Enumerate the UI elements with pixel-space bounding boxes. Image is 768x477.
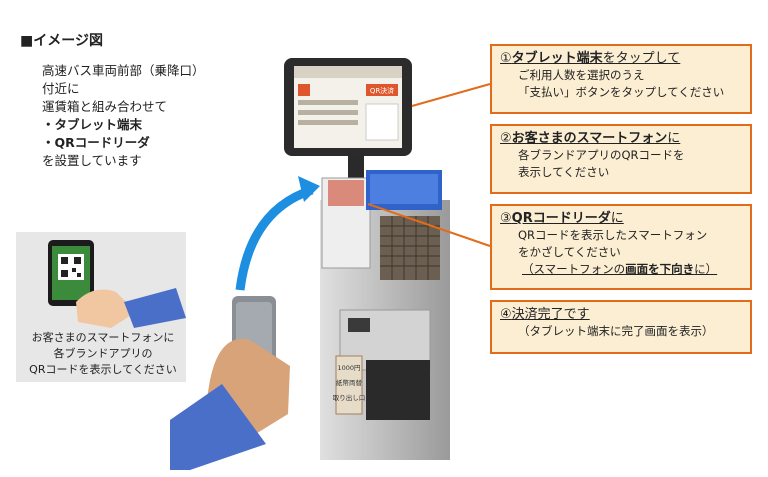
hand-phone-illustration xyxy=(48,240,186,328)
intro-line-2: 付近に xyxy=(42,81,80,96)
tablet-screen-label: QR決済 xyxy=(370,86,394,95)
intro-item-qr-reader: ・QRコードリーダ xyxy=(42,135,150,150)
step-2-callout: ②お客さまのスマートフォンに 各ブランドアプリのQRコードを 表示してください xyxy=(490,124,752,194)
bubble-line-3: QRコードを表示してください xyxy=(29,363,177,376)
tablet-pay-button xyxy=(366,84,398,96)
step-2-heading: ②お客さまのスマートフォンに xyxy=(500,131,681,146)
step-3-callout: ③QRコードリーダに QRコードを表示したスマートフォン をかざしてください （… xyxy=(490,204,752,290)
step-3-heading: ③QRコードリーダに xyxy=(500,211,624,226)
sticker-line-2: 紙幣両替 xyxy=(336,378,363,387)
step-3-note: （スマートフォンの画面を下向きに） xyxy=(522,262,718,276)
step-4-callout: ④決済完了です （タブレット端末に完了画面を表示） xyxy=(490,300,752,354)
small-hand xyxy=(76,289,136,328)
smartphone-bubble xyxy=(16,232,186,382)
sticker-line-3: 取り出し口 xyxy=(333,393,366,402)
intro-line-4: を設置しています xyxy=(42,153,142,168)
bill-slot xyxy=(366,360,430,420)
step-1-callout: ①タブレット端末をタップして ご利用人数を選択のうえ 「支払い」ボタンをタップし… xyxy=(490,44,752,114)
bubble-caption: お客さまのスマートフォンに 各ブランドアプリの QRコードを表示してください xyxy=(18,330,188,378)
figure-title: ■イメージ図 xyxy=(20,33,103,49)
coin-grid xyxy=(380,216,440,280)
step-1-heading: ①タブレット端末をタップして xyxy=(500,51,681,66)
step-1-line-1: ご利用人数を選択のうえ xyxy=(518,68,645,82)
fare-box-illustration: QR決済 1000円 紙幣両替 取り出し口 xyxy=(170,58,450,470)
arrow-head xyxy=(298,176,320,202)
large-sleeve xyxy=(170,384,266,470)
step-2-line-1: 各ブランドアプリのQRコードを xyxy=(518,148,685,162)
small-sleeve xyxy=(124,288,186,328)
bubble-line-2: 各ブランドアプリの xyxy=(53,347,153,360)
qr-reader-window xyxy=(328,180,364,206)
bubble-line-1: お客さまのスマートフォンに xyxy=(31,331,175,344)
sticker-line-1: 1000円 xyxy=(337,364,360,372)
intro-line-1: 高速バス車両前部（乗降口） xyxy=(42,63,205,78)
intro-line-3: 運賃箱と組み合わせて xyxy=(42,99,168,114)
step-3-line-2: をかざしてください xyxy=(518,245,621,259)
intro-text: 高速バス車両前部（乗降口） 付近に 運賃箱と組み合わせて ・タブレット端末 ・Q… xyxy=(42,62,205,170)
step-4-line-1: （タブレット端末に完了画面を表示） xyxy=(518,324,714,338)
change-sticker xyxy=(335,355,363,415)
step-3-line-1: QRコードを表示したスマートフォン xyxy=(518,228,708,242)
step-1-line-2: 「支払い」ボタンをタップしてください xyxy=(518,85,725,99)
intro-item-tablet: ・タブレット端末 xyxy=(42,117,143,132)
step-2-line-2: 表示してください xyxy=(518,165,610,179)
step-4-heading: ④決済完了です xyxy=(500,307,590,322)
tap-arrow xyxy=(235,185,314,291)
